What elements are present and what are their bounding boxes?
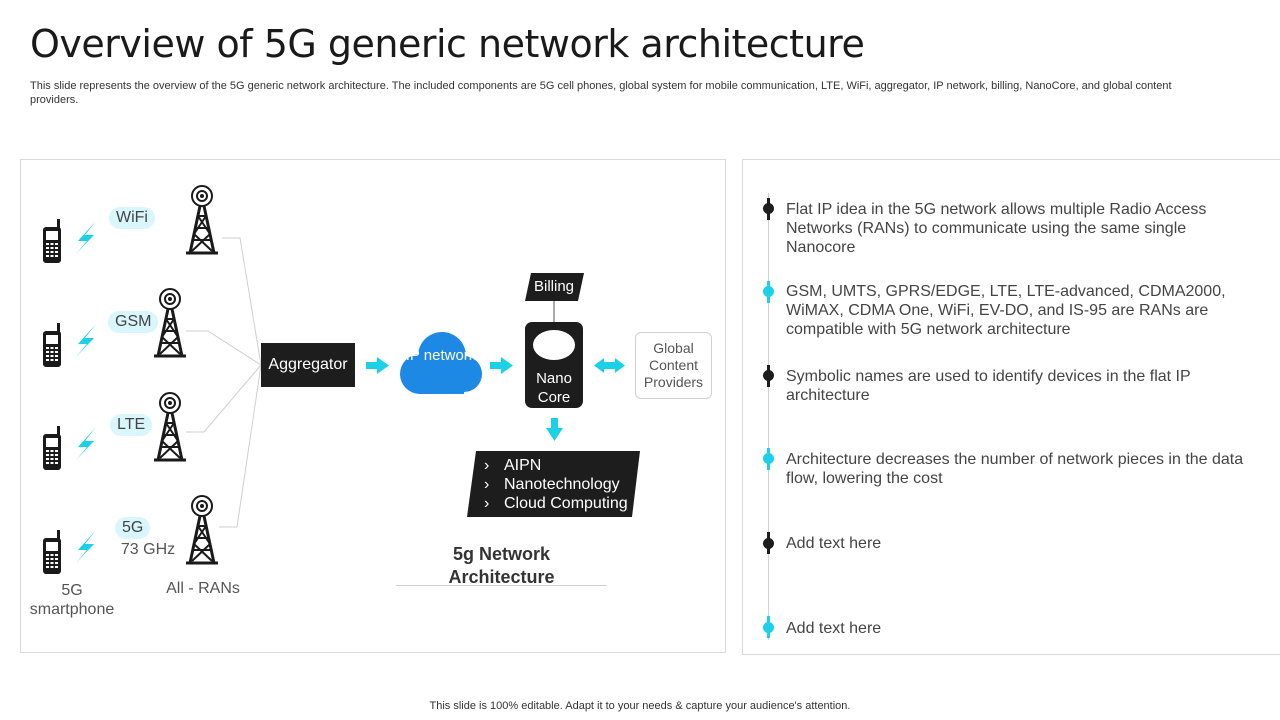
- services-list: ›AIPN ›Nanotechnology ›Cloud Computing: [484, 456, 628, 513]
- phone-icon: [43, 323, 61, 367]
- point-text: Flat IP idea in the 5G network allows mu…: [786, 201, 1207, 256]
- service-item: ›AIPN: [484, 457, 542, 474]
- footer-note: This slide is 100% editable. Adapt it to…: [429, 700, 851, 712]
- timeline-dot: [763, 453, 774, 464]
- diagram-graphics: [43, 184, 640, 574]
- ran-label-wifi: WiFi: [109, 207, 155, 229]
- smartphone-label: 5G smartphone: [29, 582, 115, 618]
- ran-label-lte: LTE: [110, 414, 153, 436]
- timeline-dot: [763, 538, 774, 549]
- timeline-line: [768, 193, 769, 640]
- point-text: Architecture decreases the number of net…: [786, 451, 1244, 487]
- arrow-down-icon: [546, 418, 563, 441]
- signal-bolt-icon: [76, 530, 96, 563]
- signal-bolt-icon: [76, 324, 96, 357]
- arrow-right-icon: [490, 357, 513, 374]
- point-text: GSM, UMTS, GPRS/EDGE, LTE, LTE-advanced,…: [786, 283, 1226, 338]
- cloud-icon: [400, 332, 482, 394]
- nano-core-oval: [533, 330, 575, 360]
- timeline-dot: [763, 286, 774, 297]
- page-title: Overview of 5G generic network architect…: [30, 22, 865, 66]
- timeline-dot: [763, 622, 774, 633]
- service-item: ›Cloud Computing: [484, 495, 628, 512]
- ran-label-5g: 5G: [115, 517, 151, 539]
- point-text: Symbolic names are used to identify devi…: [786, 368, 1191, 404]
- description-panel: [742, 159, 1280, 655]
- point-text: Add text here: [786, 535, 882, 552]
- tower-icon: [184, 494, 220, 565]
- tower-icon: [184, 184, 220, 255]
- arrow-right-icon: [366, 357, 389, 374]
- diagram-title: 5g Network Architecture: [448, 544, 555, 587]
- global-content-label: Global Content Providers: [643, 340, 704, 390]
- nano-core-label: Nano Core: [536, 370, 572, 406]
- timeline-dot: [763, 203, 774, 214]
- aggregator-box: Aggregator: [261, 343, 355, 387]
- service-item: ›Nanotechnology: [484, 476, 620, 493]
- tower-icon: [152, 391, 188, 462]
- tower-icon: [152, 287, 188, 358]
- page-subtitle: This slide represents the overview of th…: [30, 80, 1172, 106]
- billing-shape: [525, 273, 584, 301]
- title-underline: [396, 585, 607, 586]
- timeline-dot: [763, 370, 774, 381]
- tower-connectors: [186, 237, 262, 528]
- point-text: Add text here: [786, 620, 882, 637]
- phone-icon: [43, 426, 61, 470]
- global-content-box: Global Content Providers: [635, 332, 712, 399]
- signal-bolt-icon: [76, 221, 96, 254]
- phone-icon: [43, 530, 61, 574]
- billing-label: Billing: [533, 278, 575, 295]
- services-shape: [467, 451, 640, 517]
- diagram-panel: [20, 159, 726, 653]
- double-arrow-icon: [594, 358, 625, 373]
- all-rans-label: All - RANs: [166, 580, 240, 597]
- signal-bolt-icon: [76, 427, 96, 460]
- ran-label-gsm: GSM: [108, 311, 159, 333]
- phone-icon: [43, 219, 61, 263]
- ip-network-label: IP network: [405, 347, 477, 364]
- frequency-label: 73 GHz: [120, 541, 176, 558]
